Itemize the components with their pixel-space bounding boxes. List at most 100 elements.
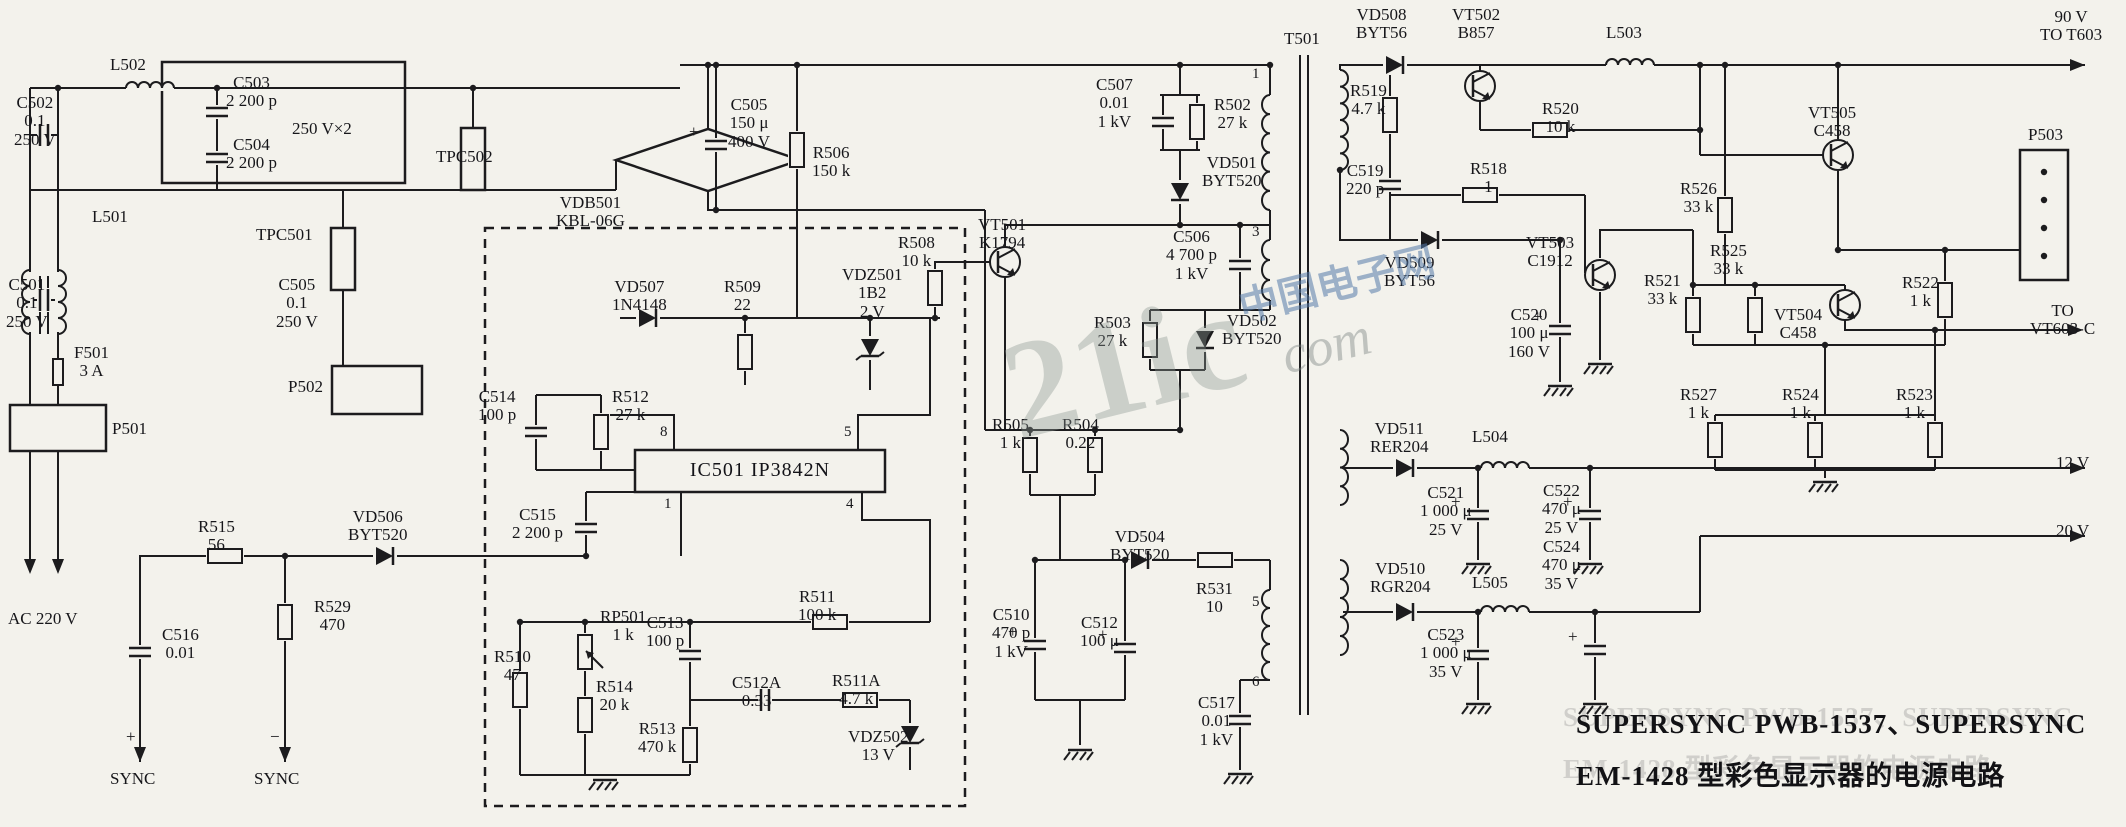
label-L501: L501 — [92, 207, 128, 226]
R529-resistor — [276, 603, 294, 641]
label-R515: R515 56 — [198, 517, 235, 555]
VD501-diode — [1170, 180, 1190, 204]
label-C519: C519 220 p — [1346, 161, 1385, 199]
VD506-diode — [373, 546, 397, 566]
C512A-capacitor — [758, 688, 772, 712]
label-R525: R525 33 k — [1710, 241, 1747, 279]
label-R524: R524 1 k — [1782, 385, 1819, 423]
out-12v-arrow — [2070, 462, 2085, 474]
R524-resistor — [1806, 421, 1824, 459]
R523-resistor — [1926, 421, 1944, 459]
label-sync-plus-label: SYNC — [110, 769, 156, 788]
label-out-vt603: TO VT603-C — [2030, 301, 2096, 339]
junction-dot — [469, 84, 477, 92]
label-L502: L502 — [110, 55, 146, 74]
wire — [857, 318, 931, 450]
label-R526: R526 33 k — [1680, 179, 1717, 217]
primary-ground — [1063, 748, 1094, 761]
wire — [1844, 319, 2080, 331]
R519-resistor — [1381, 96, 1399, 134]
C513-capacitor — [678, 648, 702, 662]
junction-dot — [1026, 426, 1034, 434]
junction-dot — [1941, 246, 1949, 254]
label-VD507: VD507 1N4148 — [612, 277, 667, 315]
label-L504: L504 — [1472, 427, 1508, 446]
R522-resistor — [1936, 281, 1954, 319]
gnd-c523 — [1461, 702, 1492, 715]
svg-text:+: + — [1008, 622, 1018, 641]
gnd-c520 — [1543, 384, 1574, 397]
label-node-3: 3 — [1252, 224, 1260, 240]
p503-pin3 — [2040, 224, 2048, 232]
label-R511A: R511A 4.7 k — [832, 671, 881, 709]
label-VD508: VD508 BYT56 — [1356, 5, 1407, 43]
VT505-transistor — [1822, 139, 1854, 171]
junction-dot — [1834, 61, 1842, 69]
R509-resistor — [736, 333, 754, 371]
label-VD501: VD501 BYT520 — [1202, 153, 1262, 191]
C520-cap: + — [1533, 307, 1572, 337]
label-C504: C504 2 200 p — [226, 135, 277, 173]
label-C520: C520 100 μ 160 V — [1508, 305, 1551, 361]
gnd-c521 — [1461, 562, 1492, 575]
label-C505-bulk: C505 150 μ 400 V — [728, 95, 771, 151]
junction-dot — [1121, 556, 1129, 564]
RP501-trimmer — [576, 633, 604, 671]
R513-resistor — [681, 726, 699, 764]
junction-dot — [1176, 61, 1184, 69]
ic501-label: IC501 IP3842N — [689, 459, 831, 481]
L502-inductor — [125, 81, 175, 91]
gnd-box — [588, 778, 619, 791]
C515-capacitor — [574, 521, 598, 535]
junction-dot — [1721, 61, 1729, 69]
label-pin-5: 5 — [844, 424, 852, 440]
P501-connector — [8, 403, 108, 453]
schematic-title-line1: SUPERSYNC PWB-1537、SUPERSYNC — [1576, 709, 2087, 739]
VT501-mosfet — [989, 246, 1021, 278]
label-out-20v: 20 V — [2056, 521, 2090, 540]
C519-capacitor — [1378, 178, 1402, 192]
sync-minus-arrow — [279, 747, 291, 762]
R520-resistor — [1531, 121, 1569, 139]
T501-sec-90v — [1337, 69, 1349, 171]
label-C512: C512 100 μ — [1080, 613, 1119, 651]
out-20v-arrow — [2070, 530, 2085, 542]
wire — [601, 414, 675, 450]
gnd-c524 — [1578, 702, 1609, 715]
junction-dot — [1091, 426, 1099, 434]
junction-dot — [1336, 166, 1344, 174]
junction-dot — [1696, 61, 1704, 69]
label-C515: C515 2 200 p — [512, 505, 563, 543]
junction-dot — [1386, 61, 1394, 69]
control-section-outline — [483, 226, 967, 808]
C523-cap: + — [1451, 632, 1490, 662]
label-R518: R518 1 — [1470, 159, 1507, 197]
R531-resistor — [1196, 551, 1234, 569]
label-R527: R527 1 k — [1680, 385, 1717, 423]
R521-resistor — [1684, 296, 1702, 334]
p503-pin1 — [2040, 168, 2048, 176]
svg-text:+: + — [1533, 307, 1543, 326]
junction-dot — [1031, 556, 1039, 564]
label-R504: R504 0.22 — [1062, 415, 1099, 453]
label-C501: C501 0.1 250 V — [6, 275, 48, 331]
out-vt603-arrow — [2068, 324, 2083, 336]
wire — [1599, 229, 1693, 258]
junction-dot — [1556, 236, 1564, 244]
wire — [139, 555, 586, 762]
R515-resistor — [206, 547, 244, 565]
label-ac-input: AC 220 V — [8, 609, 78, 628]
label-VT504: VT504 C458 — [1774, 305, 1823, 343]
label-R523: R523 1 k — [1896, 385, 1933, 423]
F501-fuse — [52, 358, 64, 386]
label-C517: C517 0.01 1 kV — [1198, 693, 1235, 749]
label-C507: C507 0.01 1 kV — [1096, 75, 1133, 131]
C507-capacitor — [1151, 115, 1175, 129]
svg-text:+: + — [1451, 632, 1461, 651]
C521-cap: + — [1451, 492, 1490, 522]
label-VDZ502: VDZ502 13 V — [848, 727, 909, 765]
R511A-resistor — [841, 691, 879, 709]
label-P501: P501 — [112, 419, 147, 438]
junction-dot — [54, 84, 62, 92]
